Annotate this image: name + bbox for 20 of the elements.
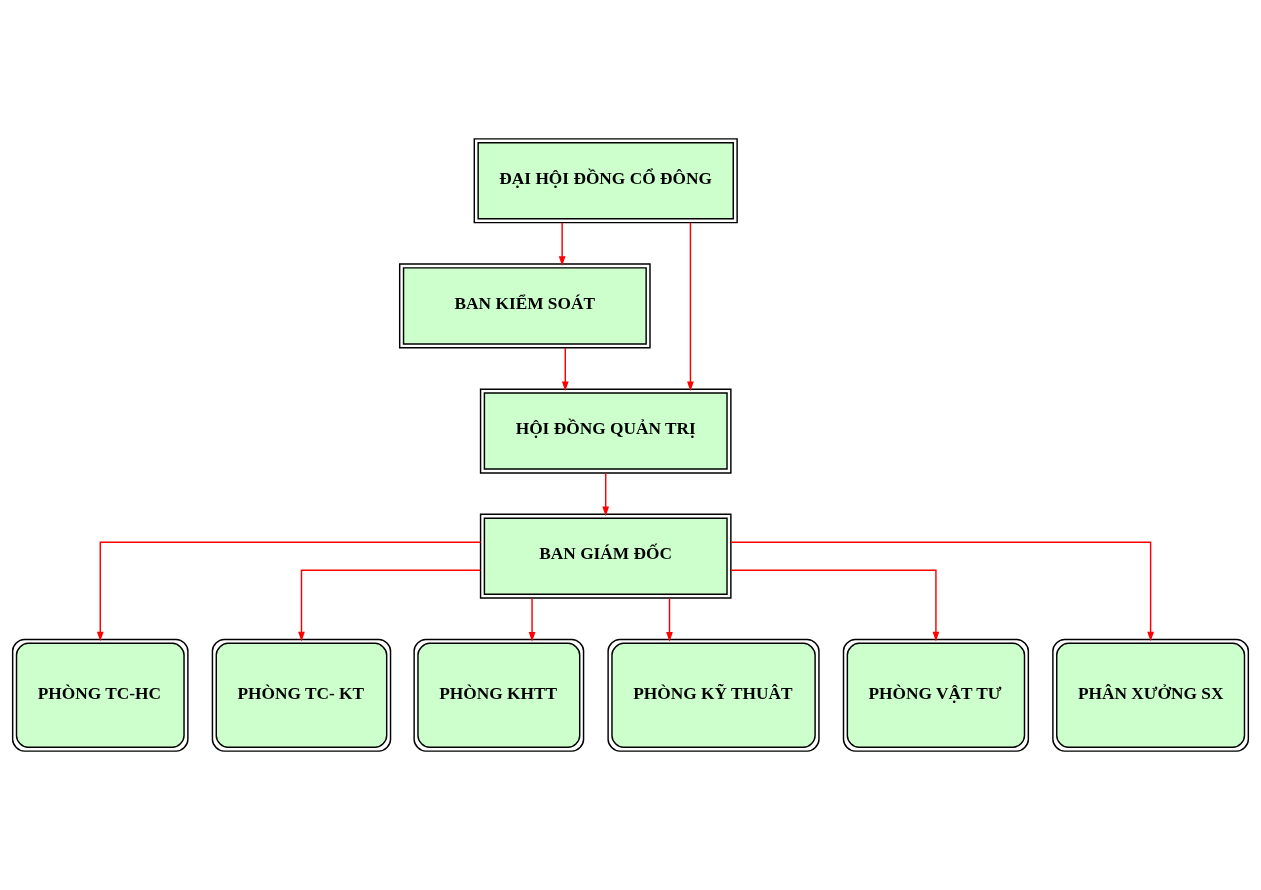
node-box: PHÒNG KHTT [413,638,585,752]
arrow [561,347,569,392]
node-box: PHÒNG TC- KT [211,638,392,752]
node-box: PHÒNG KỸ THUÂT [607,638,820,752]
arrow [558,222,566,266]
arrow [602,472,610,517]
arrow [730,569,940,642]
node-box: HỘI ĐỒNG QUẢN TRỊ [479,388,732,474]
node-box: PHÒNG TC-HC [11,638,189,752]
arrow [528,597,536,642]
node-box: BAN GIÁM ĐỐC [479,513,732,599]
arrow [730,541,1154,642]
arrow [96,541,482,642]
arrow [298,569,481,642]
node-box: BAN KIỂM SOÁT [398,263,651,349]
node-box: ĐẠI HỘI ĐỒNG CỔ ĐÔNG [473,138,738,224]
node-box: PHÒNG VẬT TƯ [842,638,1030,752]
arrow [666,597,673,642]
node-box: PHÂN XƯỞNG SX [1052,638,1250,752]
arrow [687,221,694,392]
